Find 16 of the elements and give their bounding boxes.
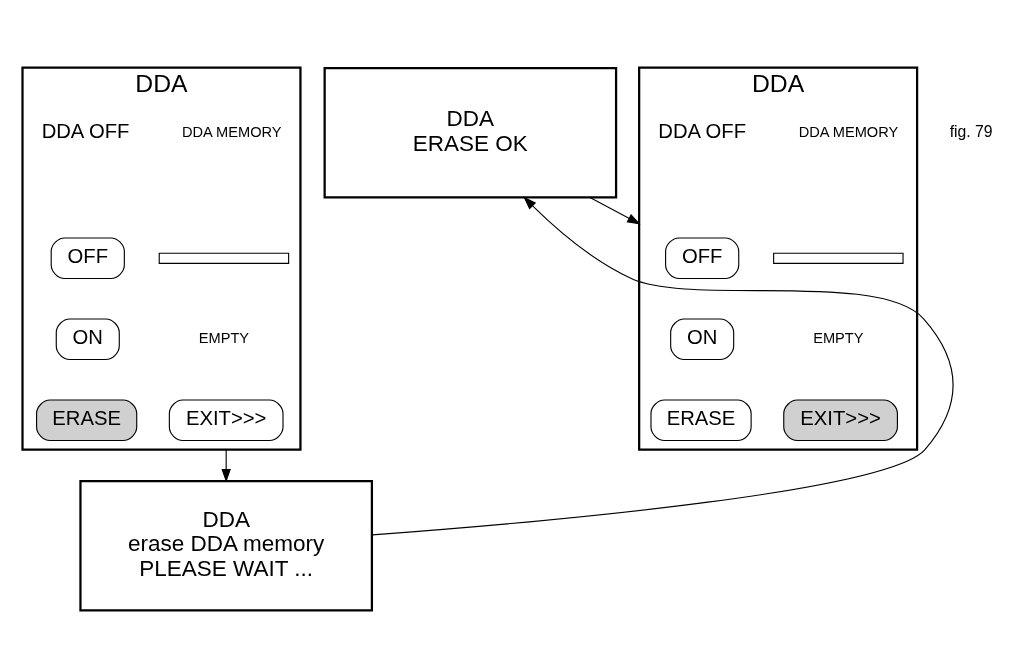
- arrow: [588, 196, 641, 224]
- arrow: [371, 195, 954, 535]
- node-box: ON: [55, 317, 120, 360]
- arrow: [220, 448, 231, 482]
- node-box: ON: [669, 317, 734, 360]
- node-box: OFF: [50, 236, 125, 279]
- label: fig. 79: [949, 122, 993, 140]
- node-bar: [158, 252, 289, 264]
- node-box: DDA ERASE OK: [323, 66, 617, 199]
- node-box: ERASE: [649, 399, 752, 441]
- node-box: EXIT>>>: [782, 399, 898, 441]
- node-box: DDA erase DDA memory PLEASE WAIT ...: [78, 479, 373, 612]
- node-box: ERASE: [35, 399, 137, 441]
- node-bar: [772, 252, 904, 264]
- node-box: OFF: [664, 236, 739, 279]
- node-box: EXIT>>>: [168, 399, 284, 441]
